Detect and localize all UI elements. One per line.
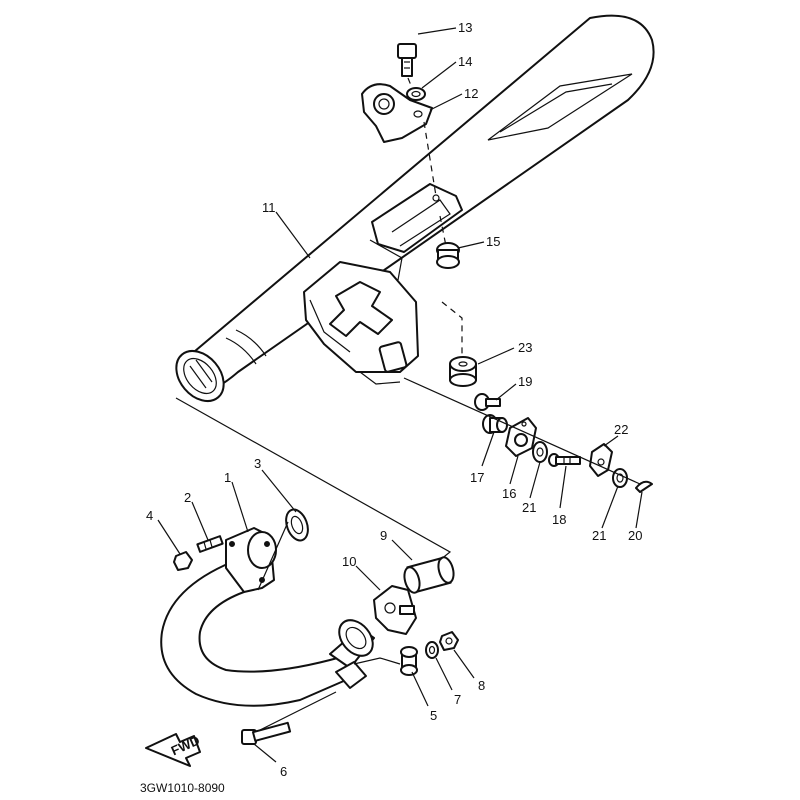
callout-8: 8	[478, 678, 485, 693]
bolt-13[interactable]	[397, 43, 417, 77]
collar-5[interactable]	[400, 646, 418, 676]
clamp-10[interactable]	[373, 585, 417, 635]
fwd-arrow-icon: FWD	[145, 733, 202, 767]
grommet-15[interactable]	[436, 242, 460, 269]
callout-21-upper: 21	[522, 500, 536, 515]
bolt-19[interactable]	[474, 393, 501, 411]
leader-lines	[157, 27, 643, 763]
nut-8[interactable]	[439, 631, 459, 651]
collar-17[interactable]	[482, 414, 508, 434]
callout-11: 11	[262, 200, 276, 215]
callout-10: 10	[342, 554, 356, 569]
bolt-18[interactable]	[548, 453, 581, 467]
callout-15: 15	[486, 234, 500, 249]
callout-9: 9	[380, 528, 387, 543]
bracket-16[interactable]	[505, 417, 537, 457]
callout-labels: 13 14 12 11 15 23 19 22 17 16 21 18 21 2…	[146, 20, 642, 779]
damper-23[interactable]	[449, 356, 477, 387]
callout-5: 5	[430, 708, 437, 723]
callout-22: 22	[614, 422, 628, 437]
washer-21b[interactable]	[612, 468, 628, 488]
callout-6: 6	[280, 764, 287, 779]
stud-bolt-2[interactable]	[196, 535, 224, 553]
diagram-code: 3GW1010-8090	[140, 781, 225, 795]
clip-22[interactable]	[589, 443, 613, 477]
callout-2: 2	[184, 490, 191, 505]
gasket-3[interactable]	[282, 507, 312, 544]
callout-20: 20	[628, 528, 642, 543]
washer-14[interactable]	[406, 87, 426, 101]
nut-4[interactable]	[173, 551, 193, 571]
washer-7[interactable]	[425, 641, 439, 659]
callout-17: 17	[470, 470, 484, 485]
bracket-12[interactable]	[361, 83, 433, 143]
callout-12: 12	[464, 86, 478, 101]
joint-9[interactable]	[402, 556, 456, 595]
silencer-box	[303, 239, 419, 385]
callout-3: 3	[254, 456, 261, 471]
callout-7: 7	[454, 692, 461, 707]
callout-16: 16	[502, 486, 516, 501]
cotter-pin-20[interactable]	[635, 480, 653, 493]
washer-21a[interactable]	[532, 441, 548, 463]
callout-19: 19	[518, 374, 532, 389]
callout-23: 23	[518, 340, 532, 355]
callout-13: 13	[458, 20, 472, 35]
callout-21-lower: 21	[592, 528, 606, 543]
callout-18: 18	[552, 512, 566, 527]
assembly-lines	[175, 77, 641, 731]
callout-4: 4	[146, 508, 153, 523]
exhaust-pipe-part[interactable]	[160, 527, 379, 707]
callout-1: 1	[224, 470, 231, 485]
callout-14: 14	[458, 54, 472, 69]
bolt-6[interactable]	[241, 721, 292, 745]
